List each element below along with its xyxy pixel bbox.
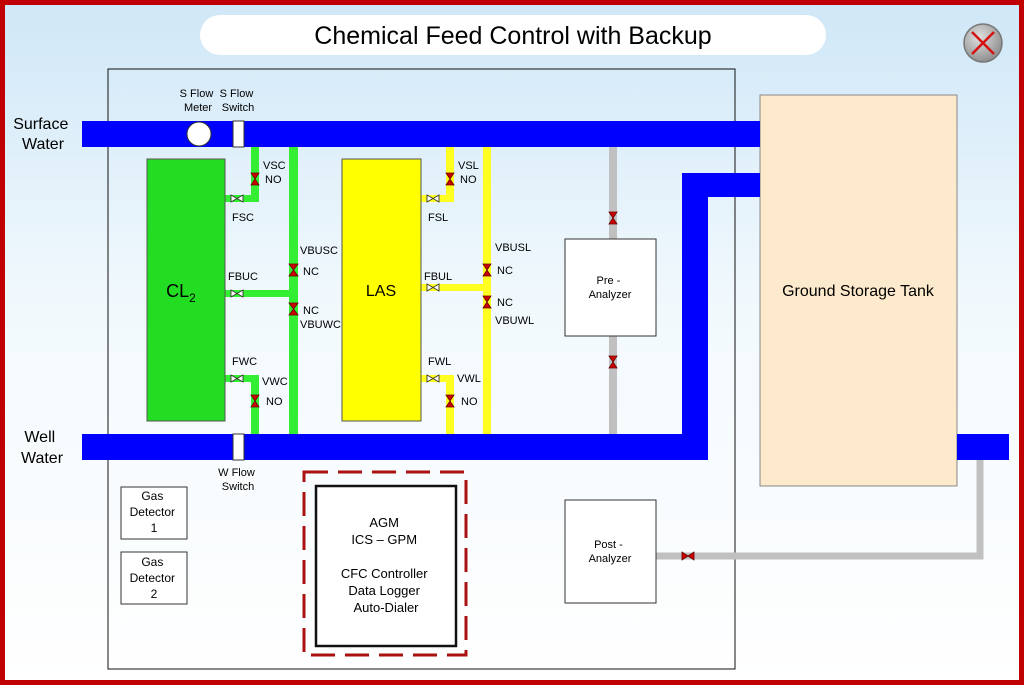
valve-vwl[interactable] <box>445 394 455 408</box>
valve-icon <box>482 263 492 277</box>
valve-icon <box>681 551 695 561</box>
vwl-label: VWL <box>457 373 481 385</box>
vsc-label: VSC <box>263 160 286 172</box>
post-analyzer[interactable] <box>564 499 657 604</box>
las-tank-label: LAS <box>366 283 396 300</box>
valve-icon <box>250 172 260 186</box>
valve-icon <box>426 374 440 383</box>
fwc-label: FWC <box>232 356 257 368</box>
vbusc-label: VBUSC <box>300 245 338 257</box>
pre-analyzer-label: Pre - Analyzer <box>589 275 632 301</box>
valve-vbusc[interactable] <box>288 263 299 277</box>
valve-icon <box>445 172 455 186</box>
vwc-label: VWC <box>262 376 288 388</box>
ground-storage-tank[interactable] <box>759 94 958 487</box>
well-to-tank-inlet[interactable] <box>682 173 760 197</box>
vbusl-state: NC <box>497 265 513 277</box>
well-water-pipe[interactable] <box>82 434 708 460</box>
valve-icon <box>288 302 299 316</box>
vsl-state: NO <box>460 174 477 186</box>
w-flow-switch-label: W Flow Switch <box>218 467 258 493</box>
fsl-label: FSL <box>428 212 448 224</box>
s-flow-meter[interactable] <box>186 121 212 147</box>
valve-icon <box>608 211 618 225</box>
s-flow-switch-label: S Flow Switch <box>220 88 257 114</box>
valve-icon <box>445 394 455 408</box>
valve-pre-sample[interactable] <box>608 211 618 225</box>
valve-icon <box>608 355 618 369</box>
valve-icon <box>230 194 244 203</box>
surface-water-label: Surface Water <box>13 116 73 153</box>
valve-vsc[interactable] <box>250 172 260 186</box>
vwl-state: NO <box>461 396 478 408</box>
cl2-tank[interactable] <box>146 158 226 422</box>
page-title: Chemical Feed Control with Backup <box>314 22 711 50</box>
vbuwc-state: NC <box>303 305 319 317</box>
title-banner <box>200 15 826 55</box>
close-button[interactable] <box>963 23 1003 63</box>
vbuwc-label: VBUWC <box>300 319 341 331</box>
valve-icon <box>250 394 260 408</box>
vwc-state: NO <box>266 396 283 408</box>
gas-detector-1-label: Gas Detector 1 <box>130 489 179 535</box>
s-flow-meter-label: S Flow Meter <box>180 88 217 114</box>
valve-fwc[interactable] <box>230 374 244 383</box>
fbuc-label: FBUC <box>228 271 258 283</box>
cl2-valve-labels: VSC NO FSC VBUSC NC FBUC NC VBUWC FWC VW… <box>228 160 341 408</box>
vsl-label: VSL <box>458 160 479 172</box>
valve-fbul[interactable] <box>426 283 440 292</box>
fwl-label: FWL <box>428 356 451 368</box>
gas-detector-2-label: Gas Detector 2 <box>130 555 179 601</box>
gas-detector-2[interactable] <box>120 551 188 605</box>
vbuwl-label: VBUWL <box>495 315 534 327</box>
valve-vbuwc[interactable] <box>288 302 299 316</box>
valve-vbusl[interactable] <box>482 263 492 277</box>
vbusc-state: NC <box>303 266 319 278</box>
post-analyzer-label: Post - Analyzer <box>589 539 632 565</box>
w-flow-switch[interactable] <box>232 433 245 461</box>
valve-vbuwl[interactable] <box>482 295 492 309</box>
fsc-label: FSC <box>232 212 254 224</box>
valve-fsc[interactable] <box>230 194 244 203</box>
cl2-tank-label: CL2 <box>166 281 196 305</box>
gas-detector-1[interactable] <box>120 486 188 540</box>
valve-icon <box>230 374 244 383</box>
well-to-tank-riser[interactable] <box>682 173 708 460</box>
valve-vsl[interactable] <box>445 172 455 186</box>
fbul-label: FBUL <box>424 271 452 283</box>
valve-icon <box>230 289 244 298</box>
sample-lines <box>609 147 984 560</box>
surface-water-pipe[interactable] <box>82 121 760 147</box>
valve-post-sample[interactable] <box>681 551 695 561</box>
las-tank[interactable] <box>341 158 422 422</box>
valve-icon <box>426 283 440 292</box>
valve-icon <box>426 194 440 203</box>
controller-enclosure <box>302 470 468 657</box>
valve-icon <box>288 263 299 277</box>
vbuwl-state: NC <box>497 297 513 309</box>
valve-fbuc[interactable] <box>230 289 244 298</box>
valve-vwc[interactable] <box>250 394 260 408</box>
valve-fsl[interactable] <box>426 194 440 203</box>
equipment-enclosure <box>107 68 736 670</box>
valve-fwl[interactable] <box>426 374 440 383</box>
controller-label: AGM ICS – GPM CFC Controller Data Logger… <box>341 515 431 615</box>
vbusl-label: VBUSL <box>495 242 531 254</box>
ground-storage-tank-label: Ground Storage Tank <box>782 283 935 300</box>
las-valve-labels: VSL NO FSL VBUSL NC FBUL NC VBUWL FWL VW… <box>424 160 534 408</box>
well-water-label: Well Water <box>21 429 64 467</box>
s-flow-switch[interactable] <box>232 120 245 148</box>
valve-icon <box>482 295 492 309</box>
vsc-state: NO <box>265 174 282 186</box>
controller-box[interactable] <box>314 484 458 648</box>
pre-analyzer[interactable] <box>564 238 657 337</box>
tank-outlet-pipe[interactable] <box>957 434 1009 460</box>
valve-pre-return[interactable] <box>608 355 618 369</box>
